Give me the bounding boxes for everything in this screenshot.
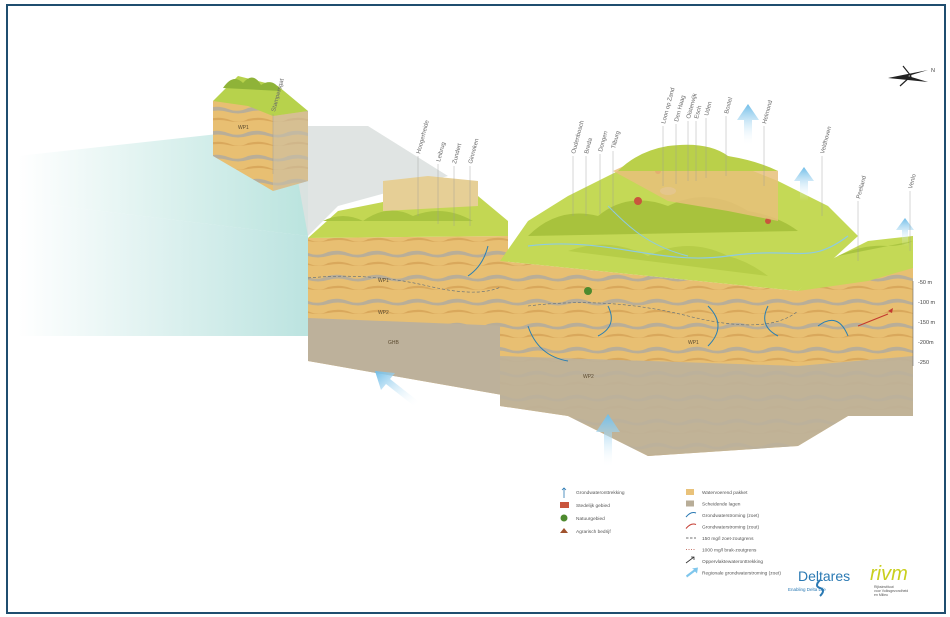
legend-item-label: Oppervlaktewateronttrekking [702,559,763,565]
legend-item-label: Grondwaterstroming (zoet) [702,513,759,519]
geohydrology-block-diagram: WP1 WP1 WP2 GHB WP1 WP2 [18,65,936,597]
regional-flow-arrows [375,104,914,468]
place-label: Veldhoven [820,126,833,155]
legend-item-label: Stedelijk gebied [576,503,610,509]
western-wp2-label: WP2 [378,310,389,316]
depth-scale: -50 m -100 m -150 m -200m -250 [912,280,936,366]
place-label: Breda [584,137,594,155]
depth-tick-100: -100 m [918,300,936,306]
nature-icon [560,514,568,522]
regional-arrow-icon [686,567,698,578]
north-arrow-icon: N [888,65,935,87]
western-block: WP1 WP2 GHB [307,176,509,396]
blue-flow-icon [685,512,697,518]
legend-item-label: 1000 mg/l brak-zoutgrens [702,548,757,554]
legend-item-label: Grondwateronttrekking [576,490,625,496]
rivm-line3: en Milieu [874,593,888,597]
legend-item-label: Regionale grondwaterstroming (zoet) [702,571,781,577]
inset-block: WP1 [213,76,308,191]
eastern-plateau [613,144,778,221]
red-flow-icon [685,523,697,529]
depth-tick-50: -50 m [918,280,932,286]
place-label: Leibrug [436,142,447,163]
depth-tick-200: -200m [918,340,934,346]
rivm-wordmark: rivm [870,563,908,585]
place-label: Ginneken [468,138,480,164]
deltares-tagline: Enabling Delta Life [788,587,826,592]
clay-swatch [686,500,694,507]
deltares-wordmark: Deltares [798,568,850,584]
legend-item-label: Watervoerend pakket [702,490,748,496]
diagram-frame: WP1 WP1 WP2 GHB WP1 WP2 [6,4,946,614]
place-label: Boxtel [724,97,734,115]
rivm-logo: rivm Rijksinstituut voor Volksgezondheid… [870,563,908,597]
sand-swatch [686,489,694,495]
place-label: Hoogerheide [416,119,431,154]
legend-item-label: Grondwaterstroming (zout) [702,525,759,531]
central-wp2-label: WP2 [583,374,594,380]
place-label: Peelland [856,175,868,199]
western-wp1-label: WP1 [378,278,389,284]
inset-wp1-label: WP1 [238,125,249,131]
deltares-wave-icon [816,579,824,597]
depth-tick-150: -150 m [918,320,936,326]
place-label: Uden [704,101,714,116]
place-label: Oudenbosch [571,120,586,154]
legend-item-label: 150 mg/l zoet-zoutgrens [702,536,754,542]
north-arrow-label: N [931,68,935,74]
place-label: Dongen [598,131,609,153]
farm-icon [560,528,568,533]
legend-item-label: Agrarisch bedrijf [576,529,611,535]
deltares-logo: Deltares Enabling Delta Life [788,568,850,597]
place-label: Helmond [762,100,774,125]
western-ghb-label: GHB [388,340,400,346]
central-wp1-label: WP1 [688,340,699,346]
place-label: Tilburg [611,130,621,149]
legend-item-label: Scheidende lagen [702,502,741,508]
legend-item-label: Natuurgebied [576,516,605,522]
central-block: WP1 WP2 [500,156,858,456]
place-label: Esch [694,105,703,119]
rivm-line2: voor Volksgezondheid [874,589,908,593]
depth-tick-250: -250 [918,360,929,366]
place-label: Venlo [908,173,918,190]
place-label: Zundert [452,143,463,165]
city-icon [560,502,569,508]
surface-arrow-icon [685,556,695,564]
sea-body [18,201,308,336]
rivm-line1: Rijksinstituut [874,585,894,589]
well-icon [561,487,567,498]
right-block [798,236,913,446]
